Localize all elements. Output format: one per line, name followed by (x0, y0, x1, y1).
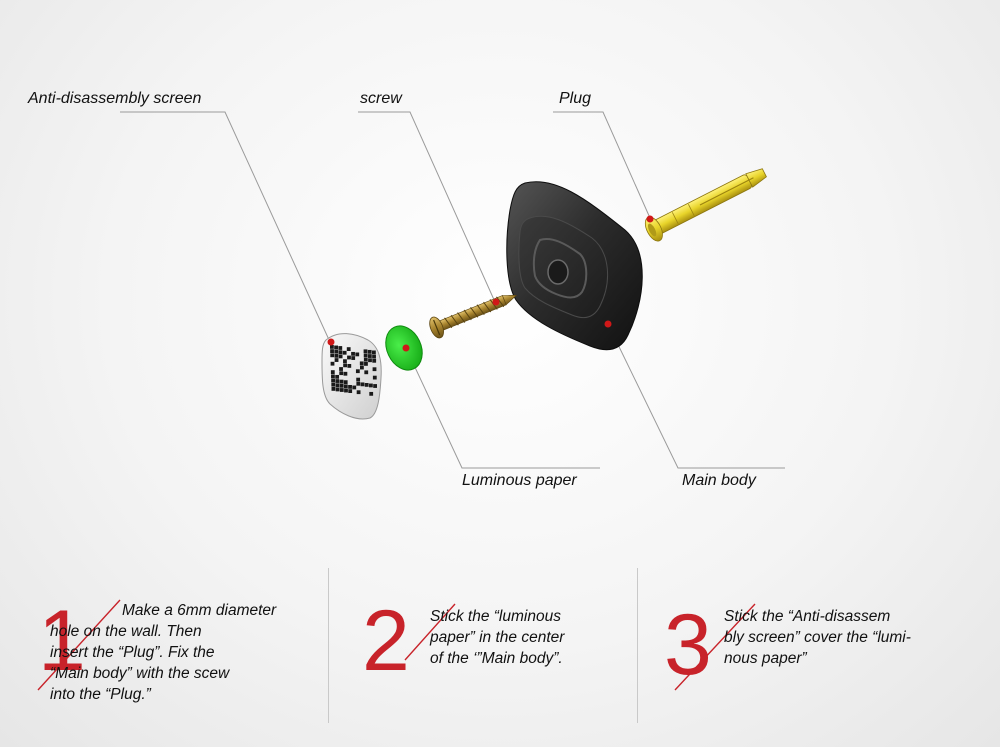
leader-luminous (405, 347, 600, 469)
leader-screw (358, 111, 496, 303)
label-screw: screw (360, 90, 402, 107)
screw-part (429, 294, 518, 339)
step-1-number: 1 (38, 593, 86, 689)
qr-code (330, 345, 377, 396)
label-luminous-paper: Luminous paper (462, 472, 577, 489)
divider-1 (328, 568, 329, 723)
step-3-number: 3 (664, 597, 712, 693)
label-main-body: Main body (682, 472, 756, 489)
marker-screw (492, 298, 500, 306)
leader-lines (120, 111, 785, 469)
slash-1 (37, 599, 121, 691)
leader-anti-screen (120, 111, 331, 343)
slash-3 (674, 603, 756, 691)
marker-main-body (604, 320, 612, 328)
marker-dots (327, 215, 654, 352)
step-3-text: Stick the “Anti-disassem bly screen” cov… (724, 608, 911, 667)
label-plug: Plug (559, 90, 592, 107)
marker-plug (646, 215, 654, 223)
label-anti-screen: Anti-disassembly screen (28, 90, 202, 107)
marker-anti-screen (327, 338, 335, 346)
step-2-text: Stick the “luminous paper” in the center… (430, 608, 565, 667)
step-slashes (37, 599, 756, 691)
main-body-part (506, 181, 643, 351)
step-1-text: Make a 6mm diameter hole on the wall. Th… (50, 602, 277, 703)
leader-plug (553, 111, 651, 219)
slash-2 (404, 603, 456, 661)
divider-2 (637, 568, 638, 723)
step-2-number: 2 (362, 593, 410, 689)
plug-part (644, 168, 767, 242)
anti-screen-part (321, 333, 382, 420)
marker-luminous (402, 344, 410, 352)
leader-main-body (607, 323, 785, 469)
